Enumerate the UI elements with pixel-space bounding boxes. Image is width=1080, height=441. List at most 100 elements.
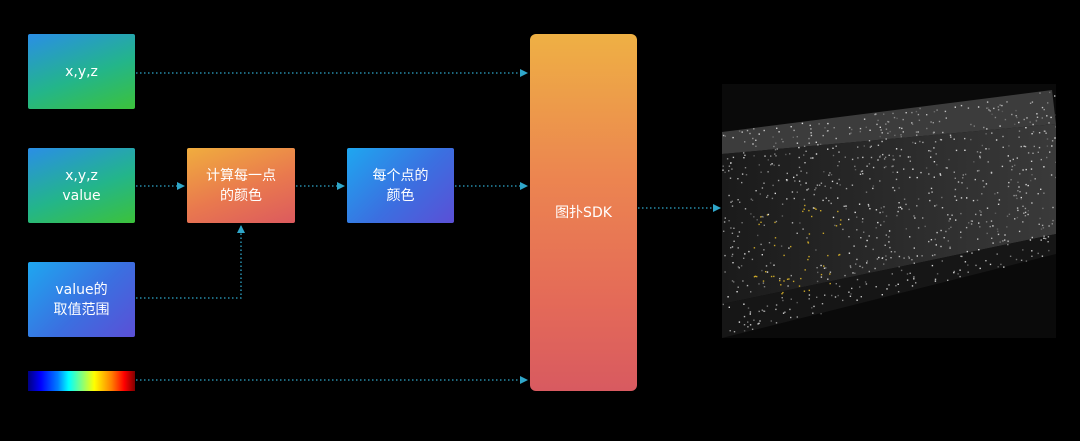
point <box>807 258 809 261</box>
point <box>968 222 970 224</box>
point <box>861 266 864 269</box>
point <box>788 247 790 249</box>
point <box>976 199 979 201</box>
point <box>898 187 900 189</box>
point <box>829 282 831 285</box>
point <box>744 167 747 169</box>
point <box>744 208 747 210</box>
point <box>885 128 888 130</box>
point <box>1046 156 1048 159</box>
point <box>989 225 991 228</box>
point <box>770 164 772 166</box>
point <box>758 133 760 135</box>
point <box>945 167 947 169</box>
point <box>970 138 972 141</box>
point <box>849 265 852 267</box>
point <box>786 179 788 182</box>
point <box>975 213 977 216</box>
point <box>970 223 973 225</box>
point <box>806 237 808 239</box>
point <box>792 280 795 283</box>
point <box>1025 183 1027 186</box>
point <box>890 251 893 253</box>
point <box>786 172 788 175</box>
point <box>838 151 840 153</box>
point <box>888 154 890 156</box>
point <box>1009 255 1012 257</box>
point <box>896 171 899 173</box>
point <box>731 253 734 256</box>
point <box>934 278 937 280</box>
point <box>947 279 949 281</box>
point <box>775 304 778 306</box>
point <box>760 171 762 173</box>
point <box>916 205 918 207</box>
point <box>917 198 920 200</box>
point <box>755 190 757 192</box>
point <box>1043 235 1045 237</box>
point <box>936 164 938 166</box>
point <box>1047 241 1049 243</box>
point <box>730 201 732 203</box>
point <box>753 216 755 218</box>
point <box>782 141 784 143</box>
point <box>986 101 989 103</box>
point-speckle <box>722 91 1056 333</box>
point <box>758 322 760 325</box>
point <box>926 127 928 130</box>
point <box>915 110 918 113</box>
point <box>881 132 883 134</box>
point <box>1027 184 1029 187</box>
point <box>977 238 979 240</box>
point <box>788 278 790 280</box>
point <box>877 221 879 224</box>
point <box>1043 108 1045 111</box>
point <box>916 134 918 136</box>
point <box>815 187 817 189</box>
point <box>962 174 964 176</box>
point <box>856 216 858 218</box>
point <box>863 231 865 233</box>
point <box>964 149 966 151</box>
point <box>722 165 724 167</box>
point <box>791 222 794 224</box>
point <box>803 145 806 147</box>
point <box>726 158 729 160</box>
point <box>835 283 837 285</box>
point <box>1040 228 1043 230</box>
point <box>732 136 734 139</box>
point <box>880 129 882 131</box>
point <box>862 173 864 175</box>
point <box>978 169 980 172</box>
point <box>1023 212 1025 214</box>
point <box>1043 192 1045 194</box>
point <box>995 139 998 141</box>
point <box>982 180 984 182</box>
point <box>911 122 913 124</box>
point <box>741 173 744 175</box>
point <box>861 170 864 172</box>
point <box>872 248 874 251</box>
point <box>950 136 952 138</box>
point <box>988 109 990 111</box>
point <box>1008 213 1011 215</box>
point <box>883 263 885 265</box>
point <box>1011 169 1013 171</box>
point <box>921 255 923 257</box>
point <box>960 255 962 257</box>
point <box>933 161 936 163</box>
node-point-color-line-2: 颜色 <box>386 187 415 204</box>
point <box>747 321 749 323</box>
point <box>835 225 838 227</box>
point <box>822 232 825 234</box>
point <box>821 303 824 305</box>
point <box>775 308 777 311</box>
point <box>743 257 745 259</box>
point <box>863 118 866 120</box>
point <box>892 165 894 167</box>
point <box>783 254 785 257</box>
point <box>1046 145 1049 147</box>
point <box>824 294 826 296</box>
point <box>1002 146 1004 148</box>
point <box>1015 115 1017 117</box>
